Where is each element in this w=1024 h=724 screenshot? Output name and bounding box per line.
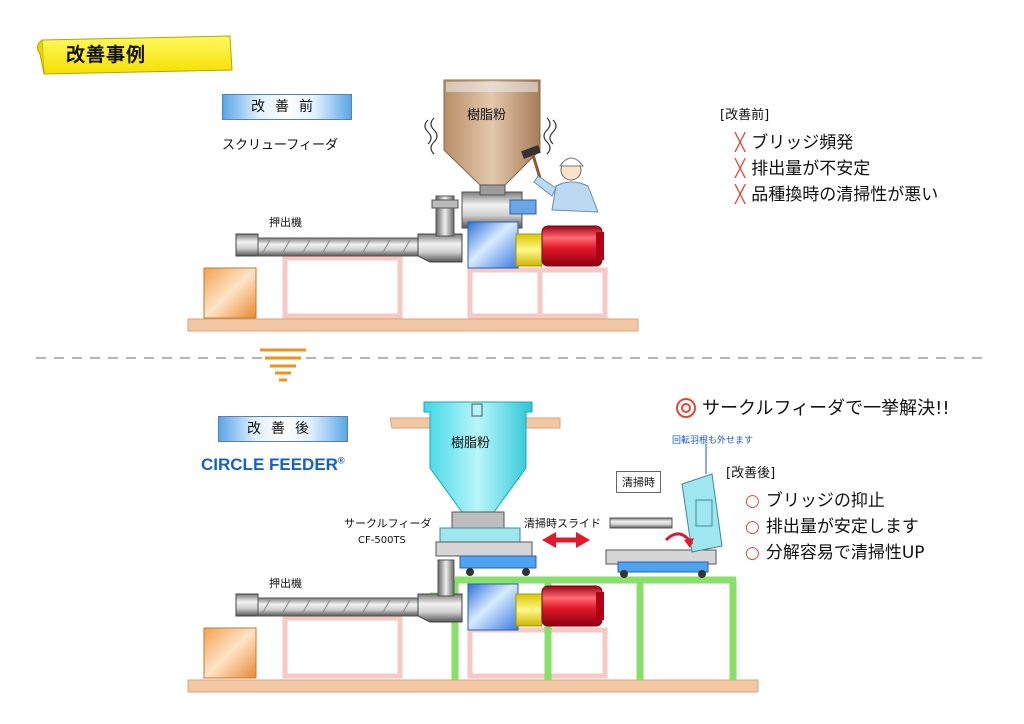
cross-mark-icon: ╳ [735, 185, 745, 205]
problem-item: ╳品種換時の清掃性が悪い [735, 180, 938, 205]
before-hopper [444, 80, 540, 185]
circle-mark-icon: ○ [745, 543, 760, 563]
before-feeder-body [468, 222, 518, 268]
before-floor [188, 319, 638, 331]
before-coupling [516, 234, 542, 266]
before-extruder-cap [236, 234, 258, 256]
after-feeder-body [468, 584, 518, 630]
cleaning-label: 清掃時 [616, 471, 661, 493]
page-title: 改善事例 [66, 40, 146, 67]
headline: サークルフィーダで一挙解決!! [676, 394, 950, 420]
brand-logo: CIRCLE FEEDER® [201, 455, 345, 475]
after-list-heading: [改善後] [726, 462, 775, 481]
after-floor [188, 680, 758, 692]
circle-mark-icon: ○ [745, 517, 760, 537]
after-extruder-cap [236, 594, 258, 616]
after-hopper [424, 402, 532, 512]
after-extruder-label: 押出機 [269, 575, 302, 591]
blade-note: 回転羽根も外せます [672, 433, 753, 446]
circle-feeder-unit [452, 512, 504, 530]
double-circle-icon [676, 398, 696, 418]
problem-item: ╳ブリッジ頻発 [735, 128, 853, 153]
before-motor [542, 226, 602, 266]
after-coupling [516, 594, 542, 626]
benefit-item: ○ブリッジの抑止 [745, 486, 885, 511]
problem-item: ╳排出量が不安定 [735, 154, 870, 179]
worker-figure [534, 158, 598, 212]
before-label: 改善前 [222, 94, 352, 120]
before-extruder-label: 押出機 [269, 214, 302, 230]
cross-mark-icon: ╳ [735, 133, 745, 153]
after-frame [285, 618, 605, 676]
after-feeder-name: サークルフィーダ [344, 515, 431, 531]
before-gear-block [418, 234, 462, 262]
before-hopper-label: 樹脂粉 [467, 104, 506, 123]
before-list-heading: [改善前] [720, 104, 769, 123]
shake-mark-right [544, 118, 550, 154]
benefit-item: ○分解容易で清掃性UP [745, 538, 925, 563]
slide-arrow-icon [542, 532, 590, 548]
before-material-box [204, 268, 256, 318]
after-pipe [438, 560, 454, 596]
cross-mark-icon: ╳ [735, 159, 745, 179]
benefit-item: ○排出量が安定します [745, 512, 919, 537]
after-hopper-label: 樹脂粉 [451, 432, 490, 451]
circle-mark-icon: ○ [745, 491, 760, 511]
after-material-box [204, 628, 256, 678]
shake-mark-left [431, 118, 437, 154]
before-frame [285, 258, 605, 316]
before-feeder-name: スクリューフィーダ [222, 134, 338, 153]
after-label: 改善後 [218, 416, 348, 442]
slide-label: 清掃時スライド [524, 515, 601, 531]
after-model: CF-500TS [358, 535, 406, 546]
down-arrow-icon [258, 346, 308, 382]
removed-blade [610, 518, 672, 528]
after-motor [542, 586, 602, 626]
